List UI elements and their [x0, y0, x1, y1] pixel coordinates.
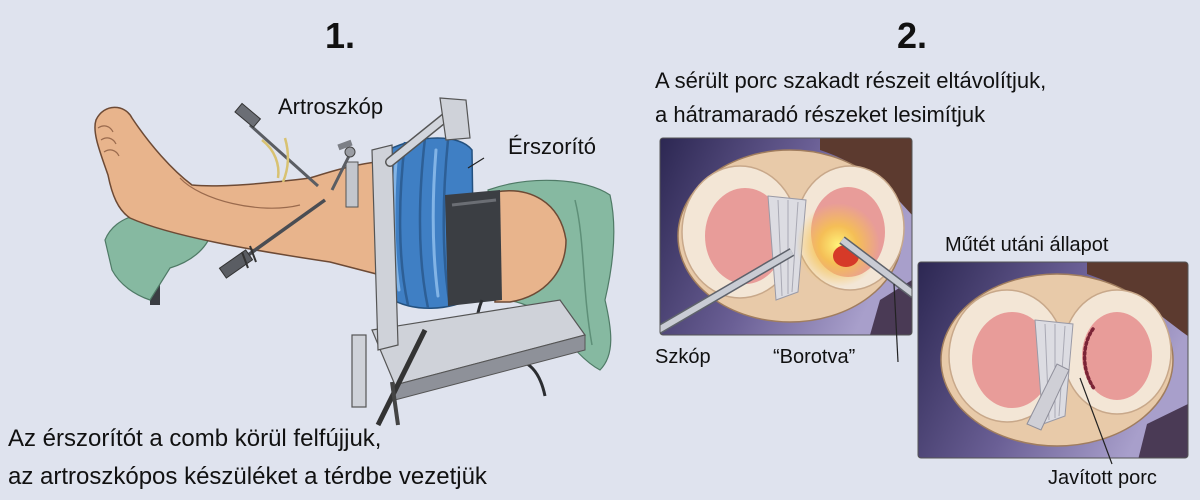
strap-highlight [451, 198, 497, 207]
knee-panel-during-surgery [660, 138, 912, 335]
step-2-caption-line-2: a hátramaradó részeket lesimítjuk [655, 102, 986, 127]
frame-vertical-bar [371, 144, 399, 351]
thigh [494, 190, 567, 303]
panel-1-tissue-bottom [870, 280, 912, 335]
step-2-caption-line-1: A sérült porc szakadt részeit eltávolítj… [655, 68, 1047, 93]
panel-1-left-cartilage [705, 188, 785, 284]
repaired-cartilage-label: Javított porc [1048, 467, 1157, 489]
tourniquet-leader-line [467, 157, 485, 169]
cuff-strap [445, 190, 502, 306]
frame-clamp [345, 161, 359, 208]
step-1-caption-line-2: az artroszkópos készüléket a térdbe veze… [8, 463, 487, 490]
frame-bracket [386, 108, 456, 166]
panel-2-left-cartilage [972, 312, 1052, 408]
panel-1-shaver [840, 237, 912, 299]
step-1-heading: 1. [324, 15, 356, 56]
frame-top-plate [439, 97, 471, 141]
arthroscope-wires [261, 137, 290, 183]
panel-1-scope [660, 249, 794, 335]
step-2-heading: 2. [896, 15, 928, 56]
panel-1-light-glow [796, 203, 880, 287]
shaver-fins [241, 245, 257, 269]
knee-panel-post-op [918, 262, 1188, 458]
scope-label: Szkóp [655, 346, 711, 368]
frame-rod-small [390, 381, 400, 426]
leg-holder-frame [345, 97, 586, 427]
drape-fold [574, 199, 593, 346]
repaired-leader-line [1079, 377, 1113, 465]
toe-details [97, 125, 301, 209]
arthroscope [234, 102, 320, 188]
panel-2-oblique-ligament [1026, 363, 1070, 431]
leg-illustration [94, 97, 615, 427]
panel-1-tissue [820, 138, 912, 215]
cannula-valve [344, 146, 356, 158]
panel-2-tissue-bottom [1137, 402, 1188, 458]
inflow-cannula [330, 139, 356, 191]
shaver-instrument [218, 198, 327, 279]
shaver-label: “Borotva” [773, 346, 856, 368]
frame-rod [375, 328, 428, 427]
arthroscope-label: Artroszkóp [278, 94, 384, 119]
tourniquet-label: Érszorító [508, 134, 597, 159]
shaver-leader-line [893, 283, 899, 363]
panel-2-tissue [1087, 262, 1188, 339]
arthroscope-eyepiece [234, 102, 262, 129]
frame-post [351, 334, 367, 408]
post-op-label: Műtét utáni állapot [945, 234, 1109, 256]
panel-2-stitches [1082, 327, 1097, 392]
panel-2-right-cartilage [1082, 312, 1152, 400]
panel-1-ligament-stripes [777, 199, 799, 297]
cannula-stopcock [337, 139, 353, 151]
panel-1-border [659, 137, 913, 336]
arthroscope-shaft [248, 123, 320, 188]
panel-2-border [917, 261, 1189, 459]
step-1-caption-line-1: Az érszorítót a comb körül felfújjuk, [8, 425, 382, 452]
leg [94, 106, 393, 279]
